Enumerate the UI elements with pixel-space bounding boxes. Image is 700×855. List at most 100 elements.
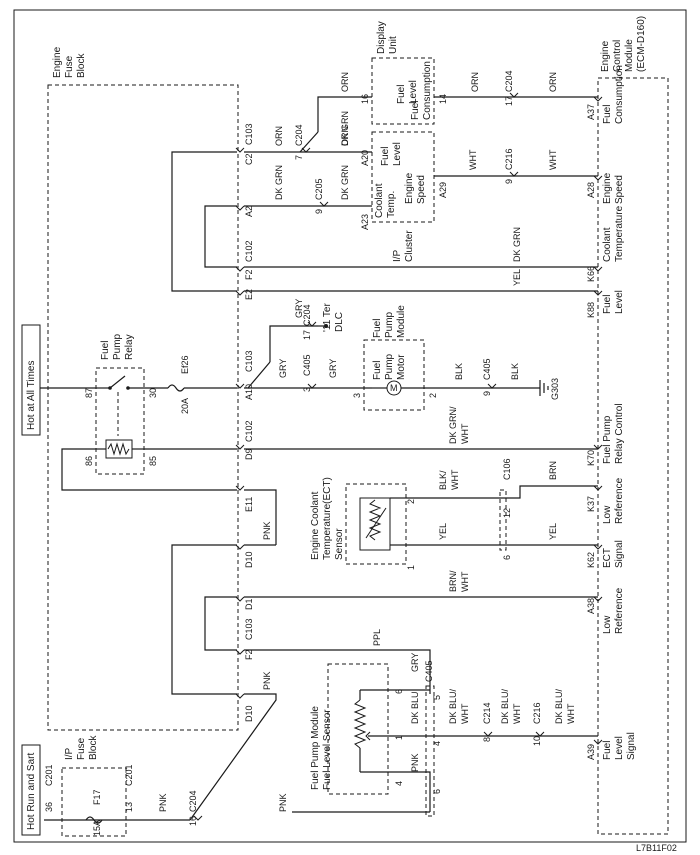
svg-text:C216: C216: [504, 148, 514, 170]
svg-text:DK GRN: DK GRN: [340, 165, 350, 200]
fuse-block-connector-marks: [235, 147, 245, 699]
svg-text:Coolant: Coolant: [602, 227, 613, 262]
svg-text:Engine Coolant: Engine Coolant: [310, 491, 321, 560]
svg-text:WHT: WHT: [468, 149, 478, 170]
svg-text:A39: A39: [586, 744, 596, 760]
svg-text:Engine: Engine: [600, 40, 611, 72]
svg-text:C204: C204: [188, 790, 198, 812]
svg-text:Speed: Speed: [614, 175, 625, 204]
ecm-module: Engine Control Module (ECM-D160) Fuel Co…: [586, 16, 669, 835]
relay-control-wire: DK GRN/ WHT: [244, 406, 598, 450]
svg-text:Consumption: Consumption: [422, 61, 433, 120]
figure-id: L7B11F02: [636, 843, 677, 853]
svg-text:C214: C214: [482, 702, 492, 724]
low-reference-wire: BRN/ WHT: [244, 570, 598, 598]
svg-text:Temp.: Temp.: [386, 191, 397, 218]
svg-text:Block: Block: [88, 735, 99, 760]
svg-text:Coolant: Coolant: [374, 183, 385, 218]
ground-wire: BLK C405 9 BLK G303: [424, 358, 560, 400]
svg-text:C103: C103: [244, 350, 254, 372]
svg-text:K88: K88: [586, 302, 596, 318]
svg-text:Fuel: Fuel: [602, 741, 613, 760]
svg-text:6: 6: [394, 689, 404, 694]
svg-text:PPL: PPL: [372, 629, 382, 646]
svg-text:DK BLU/: DK BLU/: [500, 688, 510, 724]
svg-text:Hot at All Times: Hot at All Times: [26, 361, 37, 430]
svg-text:M: M: [390, 383, 398, 393]
svg-text:WHT: WHT: [460, 571, 470, 592]
svg-text:9: 9: [314, 209, 324, 214]
svg-text:C103: C103: [244, 123, 254, 145]
svg-text:F2: F2: [244, 649, 254, 660]
svg-text:86: 86: [84, 456, 94, 466]
svg-text:Sensor: Sensor: [334, 528, 345, 560]
svg-text:DK GRN/: DK GRN/: [448, 406, 458, 444]
svg-text:Low: Low: [602, 505, 613, 524]
svg-text:PNK: PNK: [278, 793, 288, 812]
svg-text:Fuel: Fuel: [372, 361, 383, 380]
svg-text:3: 3: [302, 387, 312, 392]
svg-text:C106: C106: [502, 458, 512, 480]
svg-text:6: 6: [502, 555, 512, 560]
svg-text:YEL: YEL: [438, 523, 448, 540]
svg-text:Consumption: Consumption: [614, 65, 625, 124]
svg-text:GRY: GRY: [294, 299, 304, 318]
svg-text:GRY: GRY: [278, 359, 288, 378]
svg-text:Fuel Pump: Fuel Pump: [602, 415, 613, 464]
svg-text:A38: A38: [586, 598, 596, 614]
svg-text:C405: C405: [302, 354, 312, 376]
svg-text:BLK/: BLK/: [438, 470, 448, 490]
svg-text:C216: C216: [532, 702, 542, 724]
svg-text:87: 87: [84, 388, 94, 398]
svg-text:30: 30: [148, 388, 158, 398]
svg-text:9: 9: [504, 179, 514, 184]
svg-text:Temperature: Temperature: [614, 205, 625, 262]
svg-text:K62: K62: [586, 552, 596, 568]
svg-text:Pump: Pump: [384, 311, 395, 338]
svg-text:Fuel: Fuel: [380, 147, 391, 166]
svg-text:15A: 15A: [92, 820, 102, 836]
svg-text:C204: C204: [302, 304, 312, 326]
svg-text:YEL: YEL: [548, 523, 558, 540]
svg-text:BLK: BLK: [510, 363, 520, 380]
svg-text:C201: C201: [124, 764, 134, 786]
svg-text:ORN: ORN: [340, 126, 350, 146]
ect-wires: BLK/ WHT C106 12 BRN YEL 6 YEL: [406, 458, 598, 560]
svg-text:C103: C103: [244, 618, 254, 640]
svg-text:Temperature(ECT): Temperature(ECT): [322, 477, 333, 560]
svg-text:WHT: WHT: [460, 423, 470, 444]
svg-text:Level: Level: [614, 736, 625, 760]
svg-text:K66: K66: [586, 266, 596, 282]
svg-text:C204: C204: [504, 70, 514, 92]
fuel-level-orn-wire: ORN C204 7 ORN ORN: [244, 72, 372, 160]
hot-at-all-times-box: Hot at All Times: [21, 324, 95, 436]
svg-text:9: 9: [482, 391, 492, 396]
display-unit: Display Unit Fuel Level Fuel Consumption…: [360, 21, 448, 125]
svg-text:Module: Module: [396, 305, 407, 338]
svg-text:3: 3: [352, 393, 362, 398]
svg-text:5: 5: [432, 695, 442, 700]
svg-text:BLK: BLK: [454, 363, 464, 380]
svg-text:WHT: WHT: [566, 703, 576, 724]
svg-text:7: 7: [294, 155, 304, 160]
svg-text:Motor: Motor: [396, 354, 407, 380]
svg-text:20A: 20A: [180, 398, 190, 414]
svg-text:Level: Level: [392, 142, 403, 166]
svg-text:PNK: PNK: [158, 793, 168, 812]
svg-text:Speed: Speed: [416, 175, 427, 204]
svg-text:C205: C205: [314, 178, 324, 200]
svg-text:PNK: PNK: [410, 753, 420, 772]
svg-text:Signal: Signal: [626, 732, 637, 760]
svg-text:E2: E2: [244, 289, 254, 300]
svg-text:A29: A29: [438, 182, 448, 198]
svg-text:C102: C102: [244, 420, 254, 442]
fuel-level-sensor-wires: C405 5 4 6 DK BLU/ WHT C214 8 DK BLU/ WH…: [386, 660, 598, 817]
svg-text:ECT: ECT: [602, 548, 613, 568]
svg-text:Fuel Level Sensor: Fuel Level Sensor: [322, 709, 333, 790]
svg-text:13: 13: [124, 802, 134, 812]
svg-text:G303: G303: [550, 378, 560, 400]
svg-text:GRY: GRY: [328, 359, 338, 378]
svg-text:A28: A28: [586, 182, 596, 198]
svg-text:Fuel: Fuel: [602, 295, 613, 314]
svg-text:Level: Level: [614, 290, 625, 314]
